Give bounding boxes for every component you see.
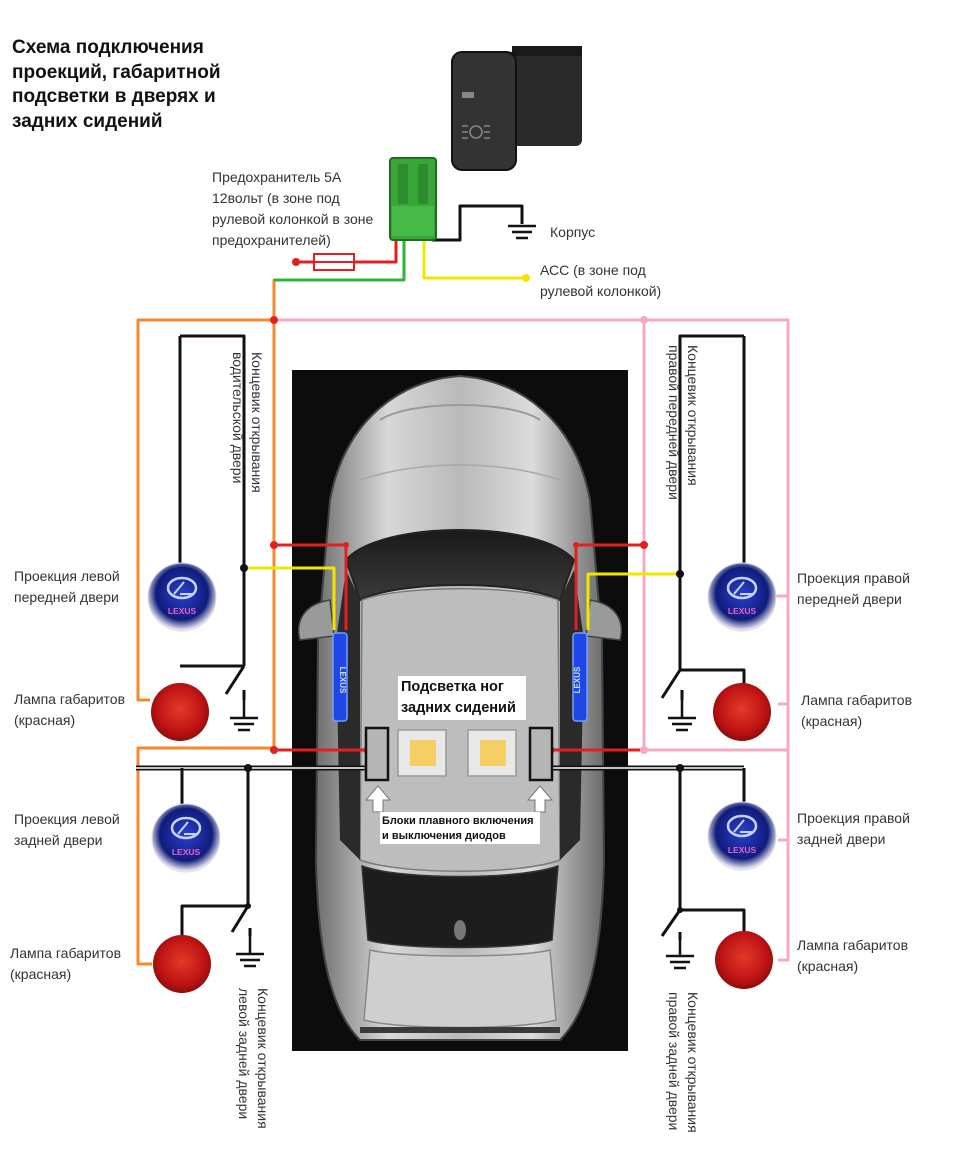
svg-text:LEXUS: LEXUS (172, 847, 201, 857)
lamp-front-left-label: Лампа габаритов (красная) (14, 691, 126, 728)
lamp-rear-left-label: Лампа габаритов (красная) (10, 945, 122, 982)
svg-text:LEXUS: LEXUS (728, 845, 757, 855)
lamp-front-right-label: Лампа габаритов (красная) (801, 692, 913, 729)
svg-text:LEXUS: LEXUS (168, 606, 197, 616)
modules-label-box (380, 812, 540, 844)
projector-front-left-icon: LEXUS (147, 562, 217, 632)
acc-dot (522, 274, 530, 282)
projector-rear-left-icon: LEXUS (151, 803, 221, 873)
projector-rear-right-icon: LEXUS (707, 801, 777, 871)
switch-rear-left-door-label: Концевик открывания левой задней двери (236, 988, 271, 1129)
rear-left-projection-label: Проекция левой задней двери (14, 811, 120, 848)
footwell-label: Подсветка ног задних сидений (401, 679, 516, 716)
switch-front-right-door-label: Концевик открывания правой передней двер… (666, 345, 701, 500)
footwell-label-box (398, 676, 526, 720)
marker-lamp-icon (151, 683, 773, 993)
ground-label: Корпус (550, 224, 596, 240)
front-right-projection-label: Проекция правой передней двери (797, 570, 910, 607)
led-module-icon (397, 729, 517, 777)
soft-start-modules (364, 726, 554, 782)
projector-front-right-icon: LEXUS (707, 562, 777, 632)
wires (136, 204, 790, 966)
soft-start-label: Блоки плавного включения и выключения ди… (382, 815, 534, 842)
green-connector-icon (389, 157, 437, 241)
front-left-projection-label: Проекция левой передней двери (14, 568, 120, 605)
ground-icon (230, 224, 696, 970)
fuse-label: Предохранитель 5А 12вольт (в зоне под ру… (212, 169, 374, 248)
acc-label: АСС (в зоне под рулевой колонкой) (540, 262, 662, 299)
switch-rear-right-door-label: Концевик открывания правой задней двери (666, 992, 701, 1133)
svg-text:LEXUS: LEXUS (728, 606, 757, 616)
fuse-icon (313, 253, 355, 271)
led-door-strips: LEXUS LEXUS (332, 632, 588, 722)
fog-light-switch-icon (451, 46, 582, 171)
svg-text:LEXUS: LEXUS (573, 666, 582, 693)
svg-text:LEXUS: LEXUS (338, 667, 347, 694)
lamp-rear-right-label: Лампа габаритов (красная) (797, 937, 909, 974)
door-switch-icon (224, 665, 684, 940)
rear-right-projection-label: Проекция правой задней двери (797, 810, 910, 847)
diagram-title: Схема подключения проекций, габаритной п… (12, 37, 221, 132)
switch-driver-door-label: Концевик открывания водительской двери (230, 352, 265, 493)
junction-dots-pink (640, 316, 648, 754)
